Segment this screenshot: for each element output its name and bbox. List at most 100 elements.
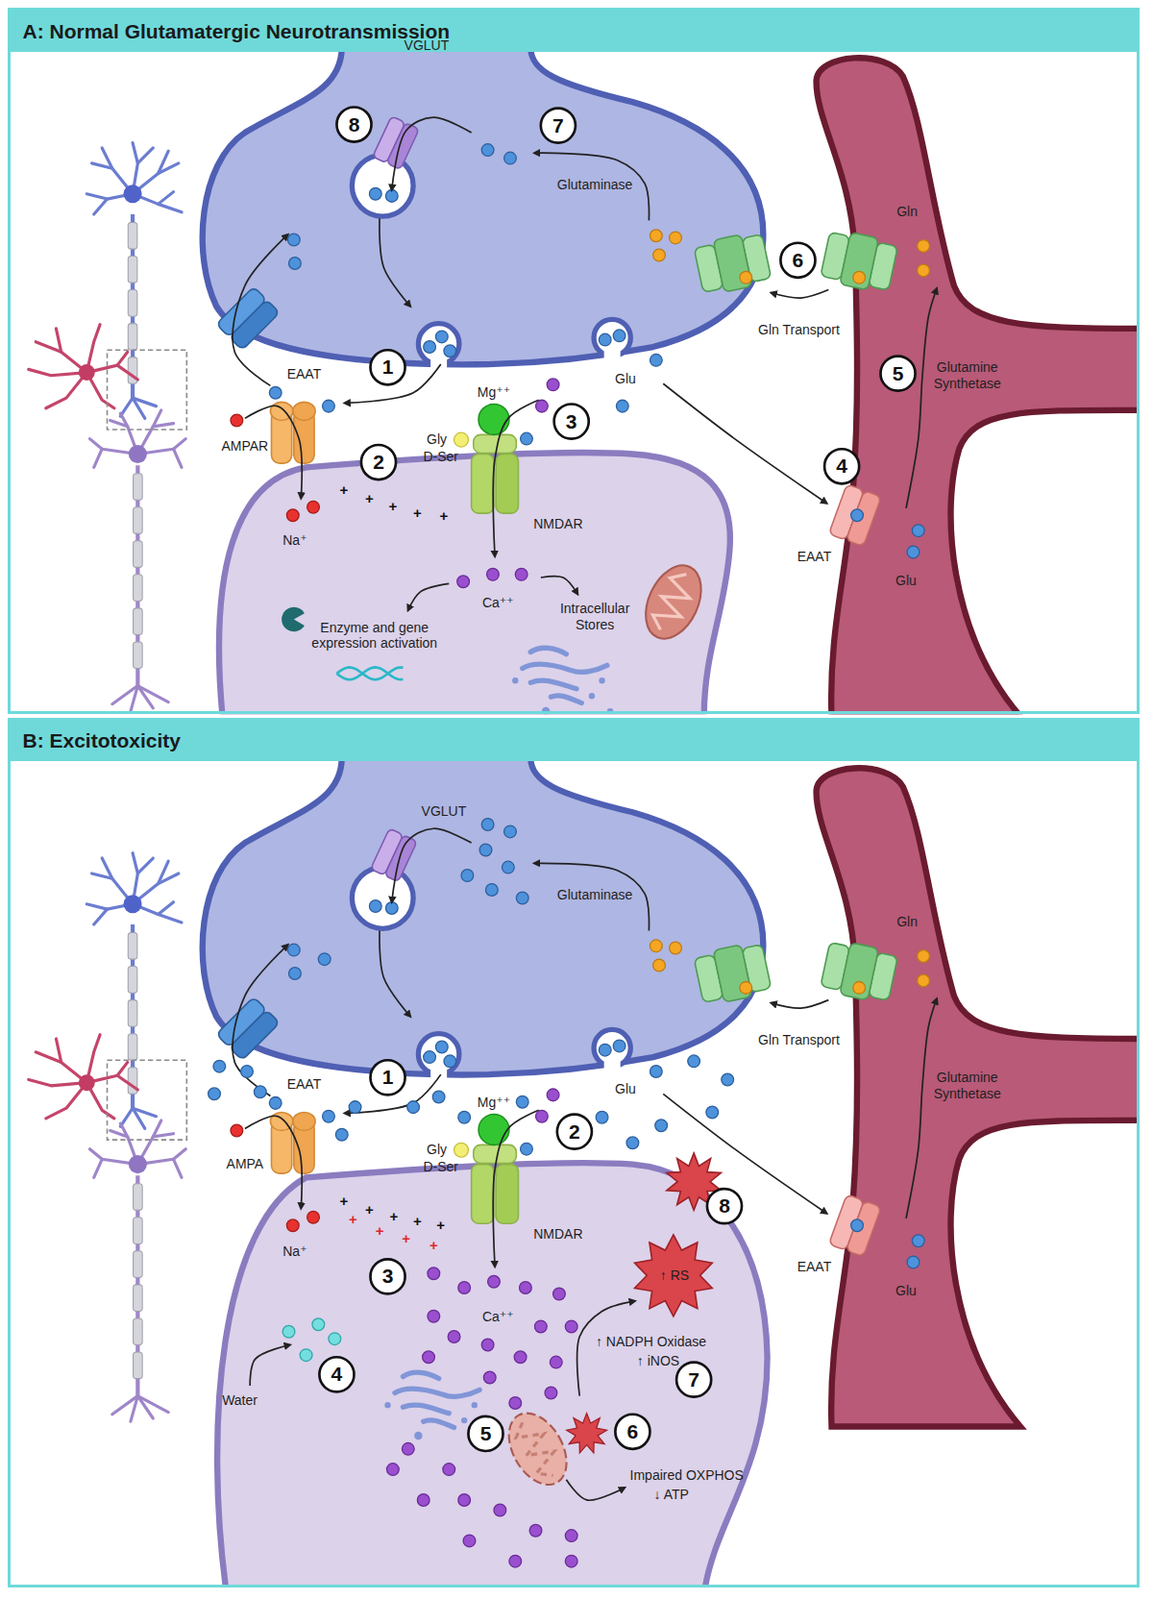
glutamate-molecule: [851, 509, 864, 522]
presynaptic-terminal: [202, 758, 764, 1076]
dendrite: [94, 908, 108, 925]
damage-star: [566, 1413, 608, 1453]
myelin-segment: [133, 608, 144, 636]
sodium-ion: [230, 414, 244, 427]
ampa-receptor-part: [293, 1111, 316, 1130]
myelin-segment: [127, 1033, 138, 1061]
glutamine-molecule: [653, 248, 666, 262]
glutamate-molecule: [322, 399, 336, 413]
callout-number: 5: [892, 361, 905, 386]
callout-circle: [554, 403, 589, 439]
nmda-receptor-part: [495, 1164, 518, 1225]
dendrite: [173, 448, 182, 467]
glutamine-molecule: [917, 264, 931, 277]
astrocyte-process: [117, 1061, 128, 1076]
glutamine-transporter: [819, 937, 899, 1005]
er-vesicle: [461, 1417, 467, 1423]
glutamine-transporter: [692, 940, 772, 1007]
label-text: ↑ NADPH Oxidase: [595, 1333, 707, 1350]
er-vesicle: [384, 1401, 391, 1408]
charge-sign: +: [440, 507, 449, 525]
flow-arrow: [577, 1300, 636, 1397]
dendrite: [158, 192, 174, 205]
panel-shared-art: [202, 758, 937, 1269]
glutamine-molecule: [917, 240, 931, 253]
astrocyte-process: [28, 1079, 88, 1085]
overview-neurons: [28, 143, 188, 712]
transporter-part: [839, 232, 880, 291]
myelin-segment: [133, 473, 144, 501]
calcium-ion: [514, 1350, 527, 1364]
flow-arrow: [392, 117, 472, 190]
label-text: Glutaminase: [557, 176, 634, 194]
calcium-ion: [546, 1088, 560, 1102]
myelin-segment: [133, 1284, 144, 1312]
label-text: Gln Transport: [758, 1031, 840, 1049]
label-text: Gln Transport: [758, 321, 840, 339]
callout-circle: [676, 1362, 712, 1398]
glutamine-molecule: [669, 941, 683, 955]
calcium-ion: [442, 1463, 456, 1476]
callout-circle: [336, 106, 371, 142]
label-text: Gln: [896, 913, 918, 931]
eaat-transporter: [829, 484, 883, 547]
panel-title: B: Excitotoxicity: [22, 729, 181, 753]
presynaptic-terminal: [202, 49, 764, 365]
vglut-transporter: [370, 828, 418, 883]
dendrite: [94, 198, 108, 215]
callout-number: 6: [792, 247, 805, 272]
label-text: ↓ ATP: [654, 1485, 689, 1502]
panel-b-art: [28, 758, 1139, 1587]
glutamate-molecule: [649, 1065, 663, 1079]
er-tubule: [402, 1372, 439, 1378]
glutamate-molecule: [501, 860, 515, 874]
er-vesicle: [607, 708, 614, 714]
label-text: EAAT: [797, 1257, 833, 1275]
flow-arrow: [534, 862, 649, 931]
nmda-receptor-part: [473, 1144, 517, 1163]
dna-strand: [336, 666, 403, 680]
glutamate-molecule: [851, 1219, 864, 1232]
myelin-segment: [127, 1000, 138, 1028]
transporter-part: [712, 944, 753, 1003]
astrocyte-process: [55, 1038, 61, 1062]
eaat-transporter-half: [845, 490, 882, 546]
label-text: Intracellular Stores: [543, 601, 646, 635]
transporter-part: [712, 234, 753, 293]
endoplasmic-reticulum: [512, 647, 614, 714]
glutamate-molecule: [322, 1109, 336, 1123]
flow-arrow: [232, 944, 288, 1096]
enzyme-icon: [281, 607, 305, 632]
label-text: Ca⁺⁺: [482, 1308, 515, 1325]
label-text: Ca⁺⁺: [482, 593, 515, 611]
callout-number: 5: [480, 1421, 492, 1446]
calcium-ion: [564, 1529, 578, 1543]
glutamine-molecule: [853, 981, 866, 995]
glutamate-molecule: [287, 233, 300, 246]
er-vesicle: [414, 1431, 422, 1440]
glutamate-molecule: [911, 1234, 925, 1248]
glutamine-molecule: [669, 231, 683, 245]
callout-circle: [880, 356, 915, 392]
label-text: EAAT: [287, 1075, 322, 1092]
panel: B: Excitotoxicity: [7, 717, 1140, 1589]
dendrite: [152, 1133, 173, 1137]
label-text: Enzyme and gene expression activation: [297, 619, 451, 653]
flow-arrow: [245, 405, 302, 498]
flow-arrow: [249, 1345, 290, 1386]
flow-arrow: [492, 1109, 540, 1266]
er-vesicle: [512, 677, 518, 684]
water-molecule: [328, 1332, 342, 1346]
postsynaptic-terminal: [219, 452, 731, 714]
label-text: Gly: [426, 430, 447, 447]
glutamate-molecule: [432, 1090, 445, 1104]
neuron-soma: [122, 184, 142, 203]
glutamine-molecule: [917, 950, 931, 963]
callout-number: 8: [348, 112, 361, 137]
glutamate-molecule: [598, 333, 612, 346]
glutamine-molecule: [653, 958, 666, 972]
dendrite: [110, 1130, 128, 1137]
glutamate-molecule: [520, 1142, 534, 1155]
callout-circle: [369, 349, 405, 385]
